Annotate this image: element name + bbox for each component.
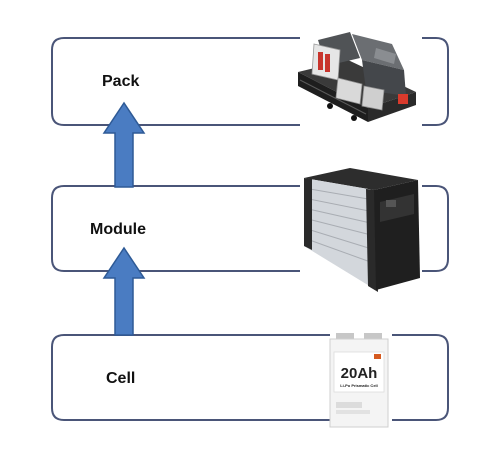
level-box-pack bbox=[51, 37, 449, 126]
cell-capacity-text: 20Ah bbox=[341, 365, 378, 382]
pouch-cell-image: 20Ah Li-Po Prismatic Cell bbox=[329, 333, 389, 428]
level-label-cell: Cell bbox=[106, 370, 135, 387]
battery-pack-image bbox=[298, 32, 416, 122]
level-box-module bbox=[51, 185, 449, 272]
arrow-module-to-pack bbox=[102, 101, 146, 188]
level-box-cell bbox=[51, 334, 449, 421]
level-label-pack: Pack bbox=[102, 73, 139, 90]
arrow-cell-to-module bbox=[102, 246, 146, 336]
battery-module-image bbox=[303, 168, 420, 292]
cell-subtitle-text: Li-Po Prismatic Cell bbox=[340, 383, 378, 388]
level-label-module: Module bbox=[90, 221, 146, 238]
